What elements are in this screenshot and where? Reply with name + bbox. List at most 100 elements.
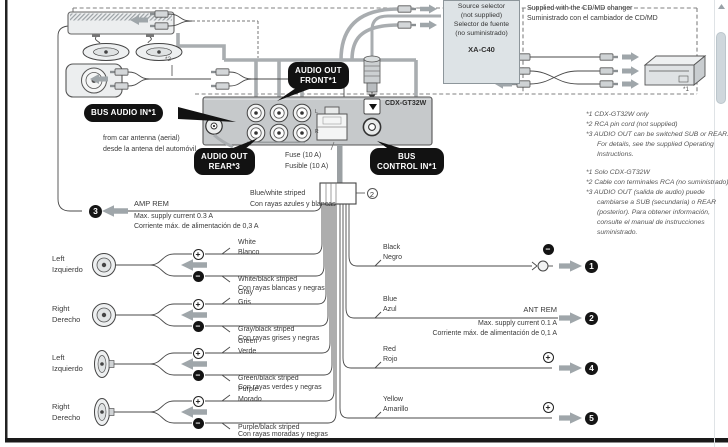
- wire-bundle: [104, 203, 558, 430]
- plus-icon: +: [192, 347, 204, 359]
- note-es: *1 Solo CDX-GT32W: [586, 169, 650, 176]
- wire-pos-es: Morado: [238, 396, 262, 403]
- arrow-right-icon: [559, 412, 582, 424]
- power-wire-en: Blue: [383, 296, 398, 303]
- wire-neg-es: Con rayas verdes y negras: [238, 384, 322, 391]
- antenna-note-en: from car antenna (aerial): [103, 135, 180, 142]
- arrow-left-icon: [181, 259, 207, 271]
- arrow-left-icon: [181, 309, 207, 321]
- arrow-left-icon: [181, 406, 207, 418]
- callout-number-4: 4: [585, 361, 598, 375]
- changer-star1: *1: [683, 86, 689, 93]
- harness-callout-number: 2: [366, 187, 378, 199]
- arrow-right-icon: [420, 20, 437, 30]
- fuse-label-en: Fuse (10 A): [285, 152, 322, 159]
- bus-audio-in-callout: BUS AUDIO IN*1: [84, 104, 164, 122]
- source-selector-line: (no suministrado): [455, 30, 508, 37]
- speaker-side-es: Izquierdo: [52, 364, 83, 373]
- harness-wire-en: Blue/white striped: [250, 190, 306, 197]
- wire-neg-es: Con rayas blancas y negras: [238, 285, 325, 292]
- arrow-left-icon: [130, 15, 148, 25]
- amp-rem-label: AMP REM: [134, 199, 169, 208]
- callout-number-2: 2: [585, 311, 598, 325]
- wire-pos-es: Verde: [238, 348, 257, 355]
- amp-speaker-icons: [82, 43, 183, 61]
- note-en: *3 AUDIO OUT can be switched SUB or REAR…: [586, 131, 728, 138]
- arrow-right-icon: [559, 362, 582, 374]
- fuse-label-es: Fusible (10 A): [285, 163, 329, 170]
- cdmd-supplied-es: Suministrado con el cambiador de CD/MD: [527, 15, 658, 22]
- ant-rem-current-es: Corriente máx. de alimentación de 0,1 A: [432, 330, 557, 337]
- callout-line: REAR*3: [208, 161, 241, 171]
- scrollbar[interactable]: [714, 0, 726, 447]
- plus-icon: +: [542, 351, 554, 363]
- callout-line: AUDIO OUT: [295, 66, 342, 75]
- plus-icon: +: [542, 401, 554, 413]
- wire-neg-es: Con rayas grises y negras: [238, 335, 320, 342]
- wire-pos-en: Gray: [238, 289, 254, 296]
- plus-icon: +: [192, 298, 204, 310]
- wire-pos-es: Blanco: [238, 249, 260, 256]
- page-left-border: [5, 0, 8, 442]
- power-wire-en: Yellow: [383, 396, 403, 403]
- wire-neg-en: White/black striped: [238, 276, 298, 283]
- source-selector-line: Selector de fuente: [453, 21, 510, 28]
- source-selector-line: Source selector: [457, 3, 506, 10]
- note-en: *1 CDX-GT32W only: [586, 111, 649, 118]
- ant-rem-current-en: Max. supply current 0.1 A: [478, 320, 557, 327]
- arrow-right-icon: [622, 79, 639, 89]
- note-es: *2 Cable con terminales RCA (no suminist…: [586, 179, 728, 186]
- note-es: cambiarse a SUB (secundaria) o REAR: [597, 199, 716, 206]
- power-row-art: [531, 260, 582, 424]
- amp-rca-cord: [130, 10, 259, 58]
- audio-out-rear-callout: AUDIO OUT REAR*3: [194, 148, 255, 175]
- page-bottom-border: [5, 438, 728, 443]
- amp-rem-current-es: Corriente máx. de alimentación de 0,3 A: [134, 223, 259, 230]
- jack-row-label-l: L: [315, 109, 318, 115]
- arrow-right-icon: [622, 52, 639, 62]
- bus-control-jack-icon: [362, 98, 382, 137]
- note-en: *2 RCA pin cord (not supplied): [586, 121, 678, 128]
- source-selector-model: XA-C40: [468, 45, 495, 54]
- wire-neg-es: Con rayas moradas y negras: [238, 431, 328, 438]
- speaker-rows-art: [92, 253, 207, 426]
- scroll-up-icon: [718, 4, 725, 9]
- plus-icon: +: [192, 248, 204, 260]
- jack-row-label-r: R: [315, 129, 319, 135]
- power-wire-en: Red: [383, 346, 396, 353]
- arrow-right-icon: [559, 312, 582, 324]
- wire-neg-en: Green/black striped: [238, 375, 299, 382]
- bus-cable-and-plugs: [363, 4, 441, 100]
- bus-control-in-callout: BUS CONTROL IN*1: [370, 148, 444, 175]
- fuse-holder-icon: [316, 106, 348, 151]
- note-es: consulte el manual de instrucciones: [597, 219, 705, 226]
- source-selector-line: (not supplied): [460, 12, 503, 19]
- sub-rca-cord: [90, 65, 345, 97]
- plus-icon: +: [192, 395, 204, 407]
- head-unit: [202, 96, 433, 151]
- callout-number-5: 5: [585, 411, 598, 425]
- wire-pos-en: Purple: [238, 386, 259, 393]
- ring-terminal-icon: [537, 260, 549, 272]
- bubble-tails: [178, 88, 406, 150]
- speaker-side-es: Derecho: [52, 315, 81, 324]
- note-es: *3 AUDIO OUT (salida de audio) puede: [586, 189, 705, 196]
- callout-line: AUDIO OUT: [201, 152, 248, 161]
- minus-icon: −: [192, 320, 204, 332]
- power-wire-es: Rojo: [383, 356, 398, 363]
- rca-jacks: [246, 103, 312, 144]
- arrow-right-icon: [622, 66, 639, 76]
- scrollbar-thumb[interactable]: [716, 32, 726, 104]
- wire-neg-en: Purple/black striped: [238, 424, 300, 431]
- source-selector-box: Source selector (not supplied) Selector …: [443, 0, 520, 84]
- callout-line: CONTROL IN*1: [377, 161, 437, 171]
- arrow-left-icon: [102, 205, 128, 217]
- speaker-side-en: Left: [52, 353, 65, 362]
- speaker-side-en: Right: [52, 304, 70, 313]
- antenna-wire: [213, 133, 234, 149]
- amp-rem-current-en: Max. supply current 0.3 A: [134, 213, 213, 220]
- minus-icon: −: [542, 243, 554, 255]
- callout-line: FRONT*1: [300, 75, 337, 85]
